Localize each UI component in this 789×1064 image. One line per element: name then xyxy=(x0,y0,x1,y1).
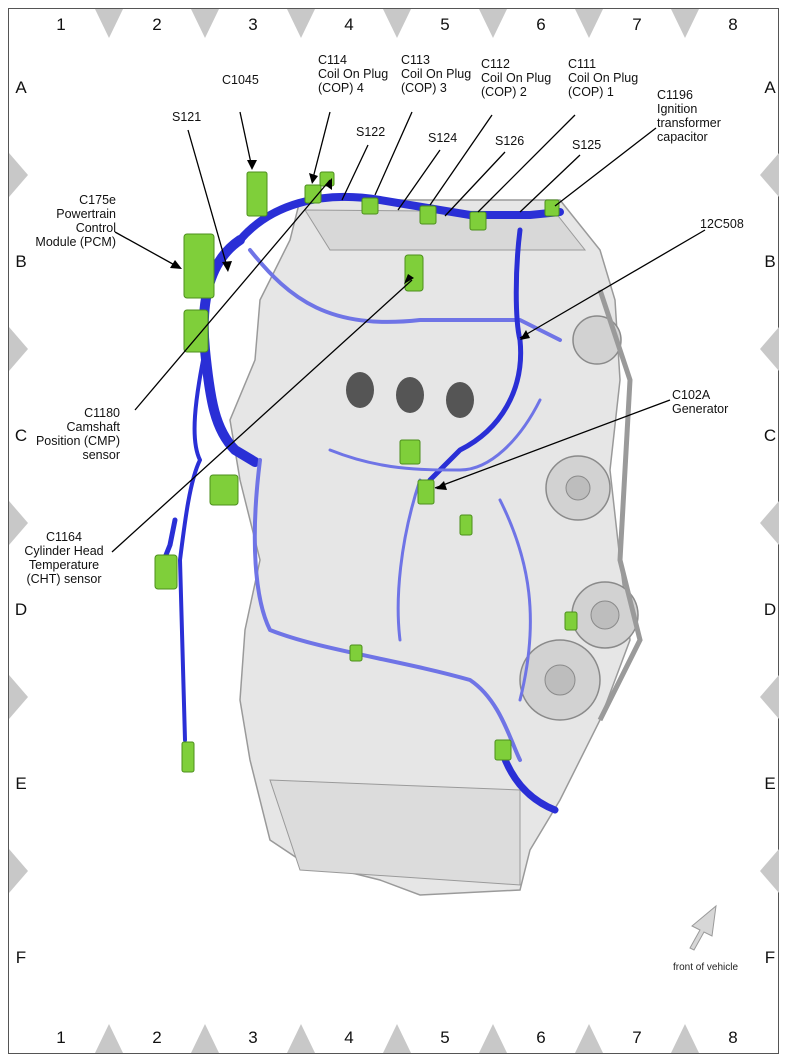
grid-row-D: D xyxy=(14,600,28,619)
grid-row-F: F xyxy=(764,948,776,967)
front-of-vehicle-label: front of vehicle xyxy=(673,962,739,973)
callout-c175e: C175e Powertrain Control Module (PCM) xyxy=(35,193,116,249)
callout-s121: S121 xyxy=(172,110,202,124)
generator-connector xyxy=(417,479,435,505)
grid-column-2: 2 xyxy=(152,1028,162,1047)
grid-column-1: 1 xyxy=(56,1028,66,1047)
grid-marker-top xyxy=(671,9,699,38)
grid-marker-bottom xyxy=(671,1024,699,1053)
callout-c102a: C102A Generator xyxy=(672,388,729,416)
grid-column-6: 6 xyxy=(536,15,546,34)
grid-row-D: D xyxy=(763,600,777,619)
grid-row-E: E xyxy=(15,774,27,793)
grid-column-7: 7 xyxy=(632,1028,642,1047)
cht-connector xyxy=(404,254,424,292)
grid-marker-left xyxy=(9,501,28,545)
grid-marker-top xyxy=(191,9,219,38)
leader-lines xyxy=(111,111,706,553)
grid-column-1: 1 xyxy=(56,15,66,34)
grid-row-C: C xyxy=(14,426,28,445)
grid-marker-left xyxy=(9,153,28,197)
callout-c114: C114 Coil On Plug (COP) 4 xyxy=(318,53,389,95)
callout-c1196: C1196 Ignition transformer capacitor xyxy=(657,88,721,144)
callout-c1164: C1164 Cylinder Head Temperature (CHT) se… xyxy=(24,530,104,586)
leader-arrowheads xyxy=(170,160,530,490)
front-of-vehicle-arrow-icon xyxy=(689,904,717,951)
grid-column-3: 3 xyxy=(248,15,258,34)
grid-marker-right xyxy=(760,849,779,893)
grid-marker-top xyxy=(287,9,315,38)
callout-s125: S125 xyxy=(572,138,602,152)
grid-column-7: 7 xyxy=(632,15,642,34)
grid-column-3: 3 xyxy=(248,1028,258,1047)
grid-marker-left xyxy=(9,849,28,893)
callout-c1045: C1045 xyxy=(222,73,259,87)
grid-marker-bottom xyxy=(575,1024,603,1053)
grid-markers xyxy=(9,9,779,1053)
grid-marker-bottom xyxy=(479,1024,507,1053)
grid-column-8: 8 xyxy=(728,1028,738,1047)
grid-marker-right xyxy=(760,153,779,197)
grid-marker-left xyxy=(9,327,28,371)
grid-row-C: C xyxy=(763,426,777,445)
grid-marker-bottom xyxy=(383,1024,411,1053)
grid-marker-top xyxy=(575,9,603,38)
grid-row-A: A xyxy=(15,78,27,97)
grid-column-6: 6 xyxy=(536,1028,546,1047)
grid-marker-bottom xyxy=(95,1024,123,1053)
grid-marker-top xyxy=(383,9,411,38)
connectors xyxy=(154,171,578,773)
grid-row-A: A xyxy=(764,78,776,97)
callout-c111: C111 Coil On Plug (COP) 1 xyxy=(568,57,639,99)
callout-c112: C112 Coil On Plug (COP) 2 xyxy=(481,57,552,99)
grid-marker-bottom xyxy=(287,1024,315,1053)
grid-row-B: B xyxy=(15,252,27,271)
c1045-connector xyxy=(246,171,268,217)
grid-row-B: B xyxy=(764,252,776,271)
grid-row-E: E xyxy=(764,774,776,793)
grid-marker-right xyxy=(760,327,779,371)
callout-c1180: C1180 Camshaft Position (CMP) sensor xyxy=(35,406,120,462)
grid-marker-bottom xyxy=(191,1024,219,1053)
grid-marker-right xyxy=(760,501,779,545)
grid-column-2: 2 xyxy=(152,15,162,34)
callout-c113: C113 Coil On Plug (COP) 3 xyxy=(401,53,472,95)
grid-marker-right xyxy=(760,675,779,719)
callout-s124: S124 xyxy=(428,131,458,145)
grid-marker-left xyxy=(9,675,28,719)
callout-12c508: 12C508 xyxy=(700,217,744,231)
grid-marker-top xyxy=(479,9,507,38)
callout-s126: S126 xyxy=(495,134,525,148)
callout-s122: S122 xyxy=(356,125,386,139)
grid-column-4: 4 xyxy=(344,1028,354,1047)
grid-column-8: 8 xyxy=(728,15,738,34)
pcm-connector xyxy=(183,233,215,299)
grid-row-F: F xyxy=(15,948,27,967)
grid-column-5: 5 xyxy=(440,1028,450,1047)
grid-column-4: 4 xyxy=(344,15,354,34)
grid-column-5: 5 xyxy=(440,15,450,34)
c1196-connector xyxy=(544,199,560,217)
grid-marker-top xyxy=(95,9,123,38)
engine-block xyxy=(229,199,643,896)
